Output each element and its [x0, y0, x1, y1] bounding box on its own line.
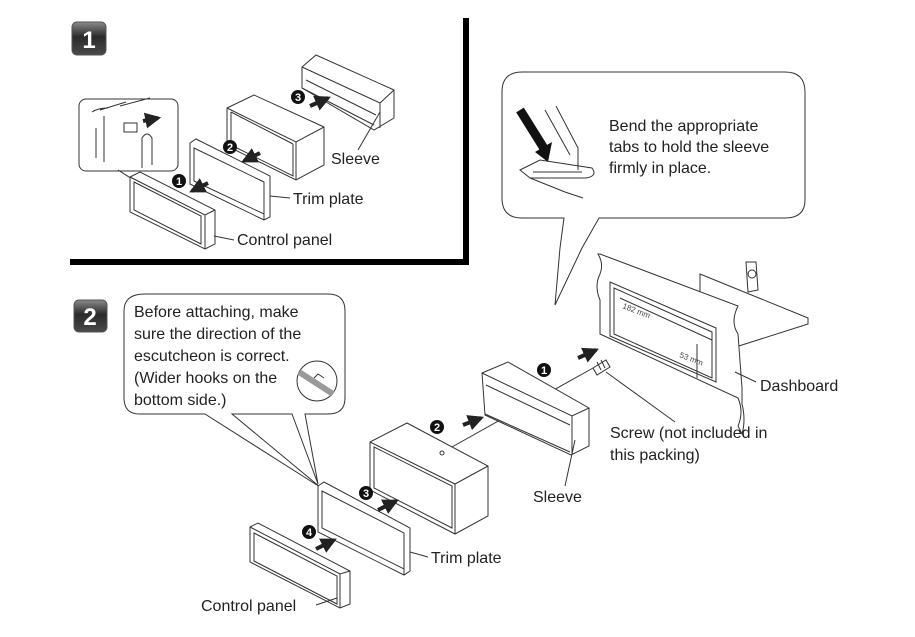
step1-control-panel [129, 171, 235, 250]
step2-label-dashboard: Dashboard [760, 378, 838, 395]
step2-callout-3: 3 [359, 486, 373, 500]
dashboard: 182 mm 53 mm [596, 253, 809, 436]
step1-panel: 1 [70, 18, 469, 265]
step2-callout-2: 2 [430, 420, 444, 434]
step1-callout-3: 3 [291, 90, 305, 104]
step2-label-sleeve: Sleeve [533, 489, 582, 506]
step1-badge: 1 [71, 21, 107, 56]
step1-arrows [189, 95, 331, 193]
step1-label-sleeve: Sleeve [331, 151, 380, 168]
step2-label-screw: Screw (not included in this packing) [610, 425, 772, 464]
bend-tabs-illustration [516, 105, 595, 199]
svg-text:2: 2 [227, 142, 233, 154]
step1-sleeve [301, 54, 395, 151]
step1-chassis [226, 94, 325, 181]
bend-tabs-note: Bend the appropriate tabs to hold the sl… [609, 118, 774, 177]
step2-trim-plate [317, 481, 429, 576]
svg-text:4: 4 [306, 527, 313, 539]
svg-text:3: 3 [295, 92, 301, 104]
bend-tabs-bubble: Bend the appropriate tabs to hold the sl… [501, 71, 806, 306]
release-button-inset [78, 97, 179, 185]
step1-frame-bottom [70, 259, 469, 265]
escutcheon-note: Before attaching, make sure the directio… [134, 304, 306, 409]
step2-sleeve [481, 361, 590, 487]
step2-callout-4: 4 [302, 525, 316, 539]
step1-frame-right [463, 18, 469, 265]
step2-label-trim-plate: Trim plate [431, 550, 502, 567]
step2-badge: 2 [73, 299, 108, 333]
step2-control-panel [249, 522, 351, 609]
svg-text:3: 3 [363, 488, 369, 500]
escutcheon-note-bubble: Before attaching, make sure the directio… [123, 293, 346, 488]
step1-badge-number: 1 [82, 27, 95, 54]
svg-text:1: 1 [176, 176, 182, 188]
step1-label-control-panel: Control panel [237, 232, 332, 249]
step1-label-trim-plate: Trim plate [293, 191, 364, 208]
step1-callout-1: 1 [172, 174, 186, 188]
step2-badge-number: 2 [83, 304, 96, 331]
svg-text:1: 1 [541, 365, 547, 377]
hook-detail-icon [296, 360, 338, 402]
step2-arrows [315, 415, 484, 553]
step2-callout-1: 1 [537, 363, 551, 377]
step1-callout-2: 2 [223, 140, 237, 154]
step2-label-control-panel: Control panel [201, 598, 296, 615]
svg-text:2: 2 [434, 422, 440, 434]
